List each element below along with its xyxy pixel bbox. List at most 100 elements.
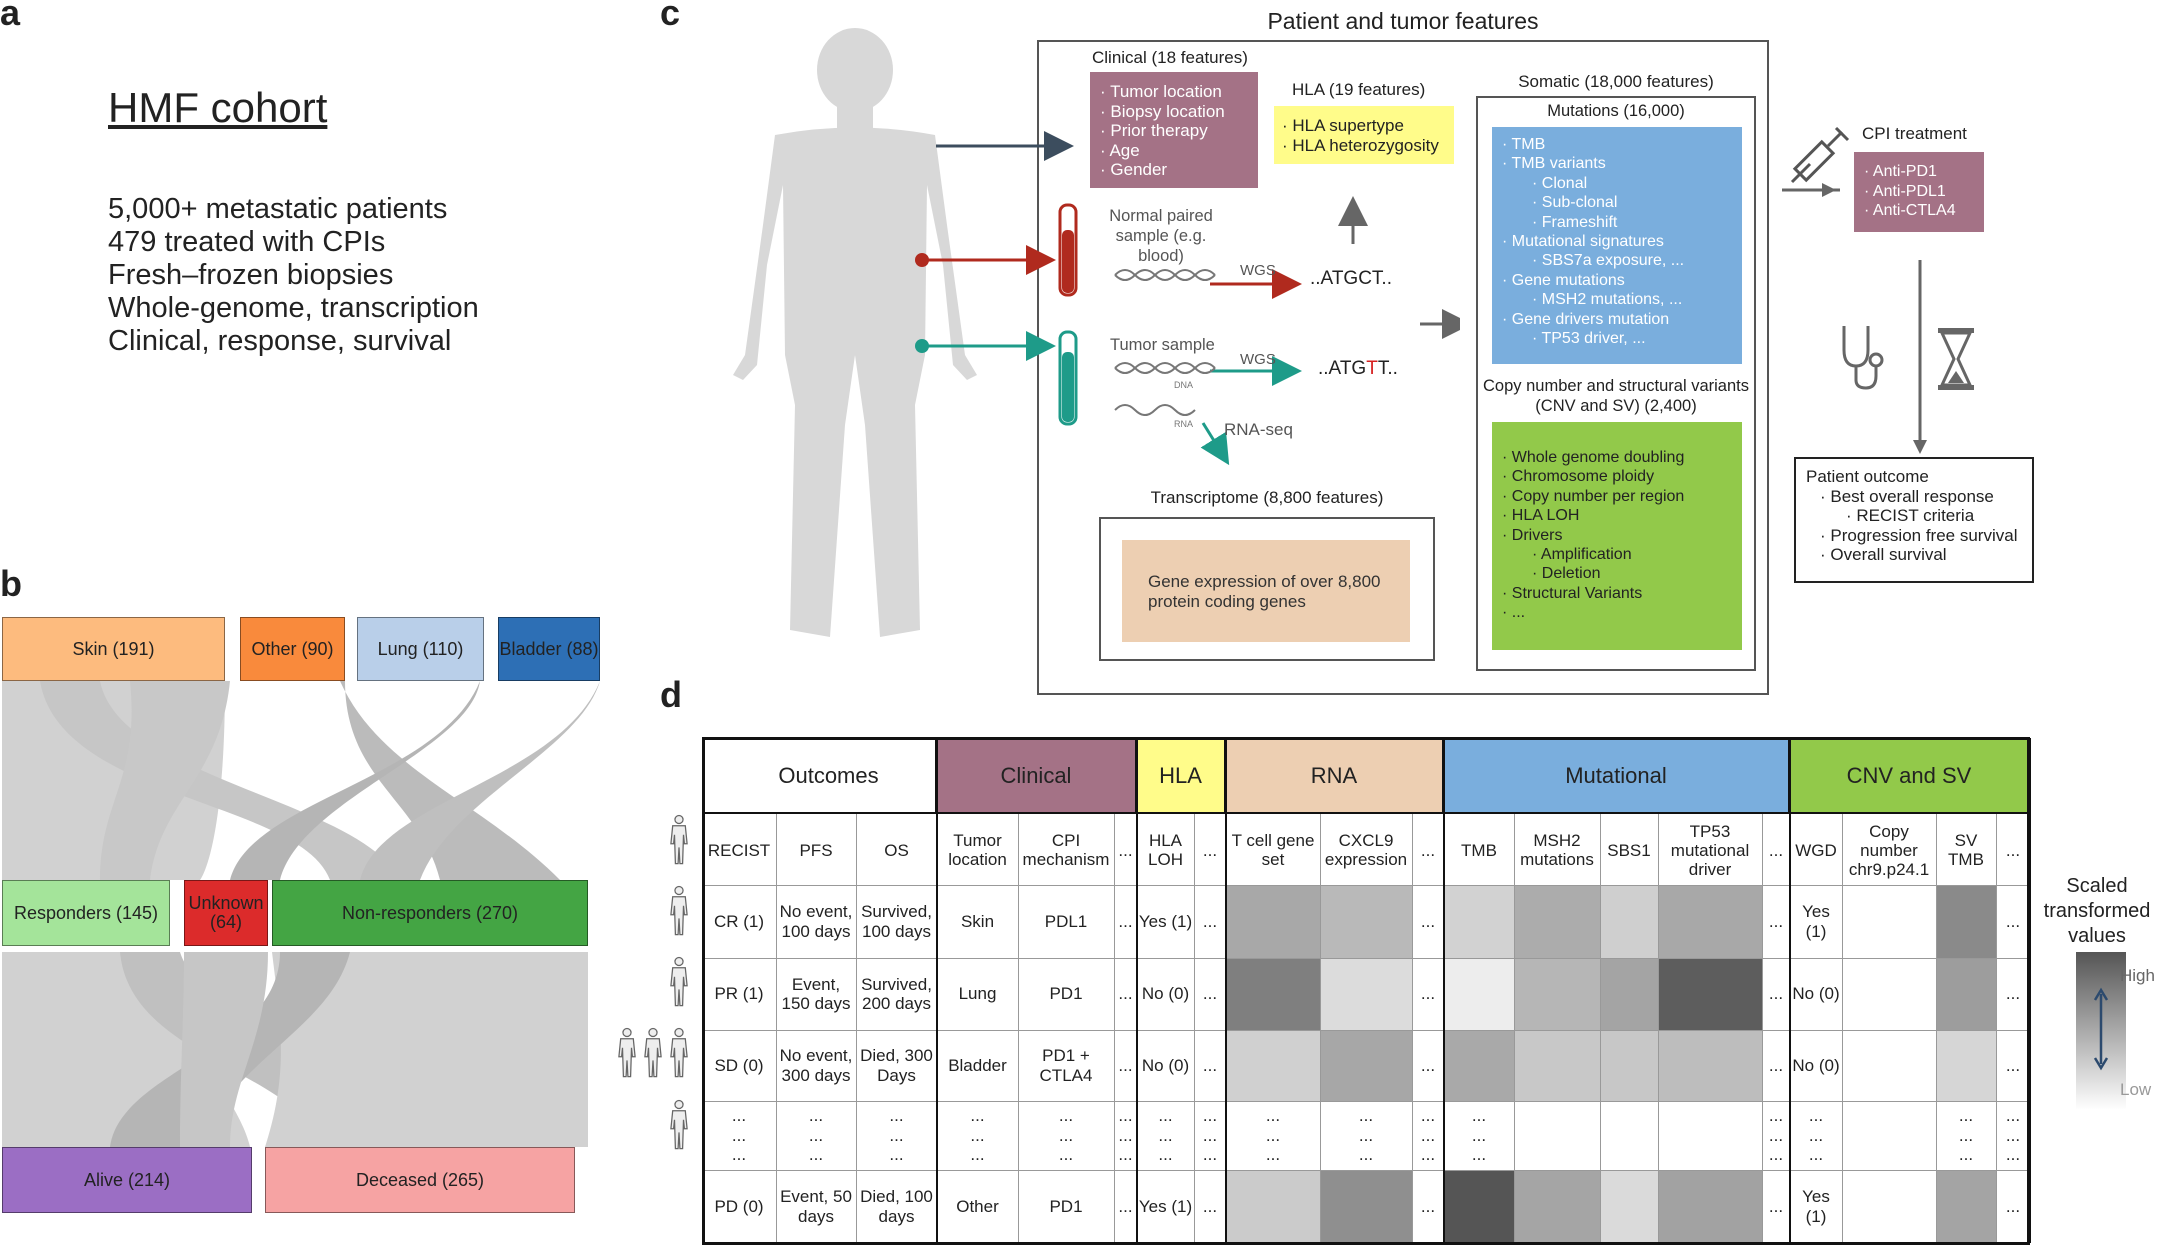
heat-cell: [1226, 1101, 1320, 1170]
table-cell: Other: [956, 1196, 999, 1216]
node-bladder: Bladder (88): [498, 617, 600, 681]
heat-cell: [1600, 958, 1658, 1030]
cpi-title: CPI treatment: [1862, 124, 1967, 143]
flow-skin-unknown: [100, 681, 230, 880]
panel-letter-a: a: [0, 0, 21, 33]
heat-cell: [1226, 1170, 1320, 1243]
column-header: Copy number chr9.p24.1: [1848, 821, 1930, 879]
heat-cell: [1658, 885, 1762, 958]
mutations-box: · TMB· TMB variants· Clonal· Sub-clonal·…: [1492, 127, 1742, 364]
flow-nonresponders-deceased: [265, 952, 588, 1147]
node-lung: Lung (110): [357, 617, 484, 681]
table-cell: No (0): [1792, 984, 1840, 1004]
table-cell: No (0): [1792, 1055, 1840, 1075]
heat-cell: [1600, 1030, 1658, 1101]
outcome-item: · Overall survival: [1820, 545, 1947, 564]
table-cell: Survived, 200 days: [861, 974, 932, 1014]
heat-cell: [1444, 958, 1514, 1030]
column-header: ...: [1420, 840, 1436, 860]
table-cell: ...: [1420, 911, 1436, 931]
table-cell: Yes (1): [1802, 1187, 1830, 1226]
table-cell: ... ... ...: [731, 1106, 747, 1165]
table-cell: ... ... ...: [1202, 1106, 1218, 1165]
cpi-item: Anti-PDL1: [1864, 182, 1974, 202]
table-cell: ... ... ...: [1768, 1106, 1784, 1165]
features-frame: [1037, 40, 1769, 695]
group-separator: [2029, 738, 2031, 1243]
grid-line: [1658, 813, 1659, 1243]
table-cell: No (0): [1141, 984, 1190, 1004]
heat-cell: [1226, 1030, 1320, 1101]
heat-cell: [1226, 958, 1320, 1030]
outcome-item: · RECIST criteria: [1846, 506, 1975, 525]
group-separator: [936, 738, 938, 1243]
heat-cell: [1600, 885, 1658, 958]
heat-cell: [1320, 1030, 1412, 1101]
flow-lung-nonresponders: [230, 681, 480, 880]
table-cell: ...: [1118, 1196, 1133, 1216]
node-unknown: Unknown (64): [184, 880, 268, 946]
table-cell: ...: [2005, 911, 2021, 931]
column-header: SBS1: [1607, 840, 1651, 860]
table-cell: No (0): [1141, 1055, 1190, 1075]
table-cell: Lung: [958, 984, 997, 1004]
heat-cell: [1444, 1101, 1514, 1170]
heat-cell: [1658, 958, 1762, 1030]
group-header-outcomes: Outcomes: [702, 738, 937, 813]
heat-cell: [1444, 1030, 1514, 1101]
clinical-box: Tumor location Biopsy location Prior the…: [1090, 72, 1258, 188]
outcome-arrow: [1913, 260, 1927, 454]
grid-line: [1936, 813, 1937, 1243]
grid-line: [856, 813, 857, 1243]
group-header-mutational: Mutational: [1444, 738, 1790, 813]
heat-cell: [1320, 885, 1412, 958]
node-nonresponders: Non-responders (270): [272, 880, 588, 946]
table-cell: PR (1): [714, 984, 764, 1004]
feature-item: · ...: [1502, 604, 1526, 622]
column-header: T cell gene set: [1231, 831, 1315, 869]
grid-line: [702, 958, 2030, 959]
heat-cell: [1600, 1170, 1658, 1243]
table-cell: ...: [1420, 1055, 1436, 1075]
panel-letter-c: c: [660, 0, 681, 33]
heat-cell: [1936, 1030, 1996, 1101]
flow-bladder: [360, 681, 600, 880]
heat-cell: [1658, 1101, 1762, 1170]
heat-cell: [1936, 1101, 1996, 1170]
heat-cell: [1514, 1101, 1600, 1170]
table-cell: ... ... ...: [1118, 1106, 1133, 1165]
sankey-flows: [2, 681, 600, 1147]
clinical-item: Gender: [1100, 160, 1248, 180]
group-separator: [1225, 738, 1227, 1243]
hourglass-icon: [1938, 328, 1974, 390]
grid-line: [1194, 813, 1195, 1243]
heat-cell: [1600, 1101, 1658, 1170]
clinical-item: Prior therapy: [1100, 121, 1248, 141]
column-header: TP53 mutational driver: [1670, 821, 1750, 879]
table-cell: ...: [2005, 984, 2021, 1004]
column-header: Tumor location: [948, 831, 1007, 869]
table-cell: ...: [1768, 1196, 1784, 1216]
table-cell: Survived, 100 days: [861, 902, 932, 941]
heat-cell: [1444, 885, 1514, 958]
cnv-title: Copy number and structural variants (CNV…: [1483, 377, 1749, 415]
legend-low: Low: [2120, 1080, 2152, 1099]
table-cell: ... ... ...: [1058, 1106, 1074, 1165]
wgs-label-tumor: WGS: [1240, 351, 1276, 368]
heat-cell: [1226, 885, 1320, 958]
column-header: OS: [884, 840, 909, 860]
somatic-title: Somatic (18,000 features): [1518, 72, 1714, 91]
grid-line: [1412, 813, 1413, 1243]
feature-item: · Deletion: [1532, 565, 1601, 583]
feature-item: · Sub-clonal: [1532, 194, 1618, 212]
grid-line: [702, 1170, 2030, 1171]
sequence-tumor: ..ATGTT..: [1318, 358, 1398, 379]
sample-arrows: [915, 131, 1460, 466]
human-body-icon: [733, 28, 977, 637]
group-header-hla: HLA: [1137, 738, 1226, 813]
person-icon: [670, 1099, 688, 1150]
heat-cell: [1936, 885, 1996, 958]
table-cell: ... ... ...: [1808, 1106, 1824, 1165]
transcriptome-frame: [1099, 517, 1435, 661]
heat-cell: [1658, 1170, 1762, 1243]
